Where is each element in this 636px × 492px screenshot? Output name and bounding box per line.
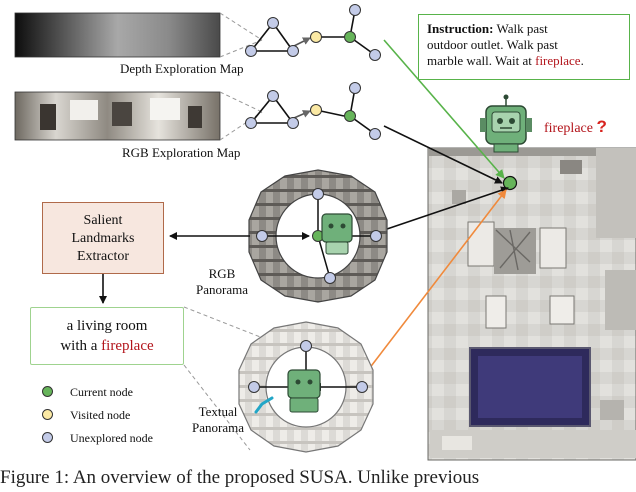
graph-node-visited [310, 31, 322, 43]
graph-node-unexplored [267, 90, 279, 102]
graph-node-current [344, 31, 356, 43]
depth-map-label: Depth Exploration Map [120, 61, 244, 76]
graph-node-unexplored [349, 4, 361, 16]
graph-node-visited [310, 104, 322, 116]
instruction-line2: outdoor outlet. Walk past [427, 37, 558, 52]
instruction-end: . [580, 53, 584, 68]
landmark-description-box: a living room with a fireplace [30, 307, 184, 365]
rgb-panorama-ring [248, 169, 388, 303]
instruction-line3: marble wall. Wait at [427, 53, 532, 68]
graph-node-unexplored [287, 117, 299, 129]
depth-exploration-graph [245, 4, 381, 61]
graph-node-current [344, 110, 356, 122]
instruction-heading: Instruction: [427, 21, 494, 36]
textual-panorama-label: Textual Panorama [192, 404, 244, 435]
rgb-exploration-graph [245, 82, 381, 140]
textual-panorama-ring [238, 321, 374, 453]
instruction-highlight: fireplace [535, 53, 581, 68]
panorama-to-map-arrow [383, 186, 509, 231]
figure-caption: Figure 1: An overview of the proposed SU… [0, 467, 480, 488]
floor-plan-map [427, 147, 636, 461]
visited-node-icon [42, 409, 53, 420]
graph-to-map-arrow [383, 125, 503, 184]
textual-to-map-arrow [361, 189, 507, 379]
graph-node-unexplored [349, 82, 361, 94]
instruction-line1: Walk past [496, 21, 548, 36]
graph-node-unexplored [369, 49, 381, 61]
question-mark-icon: ? [596, 117, 607, 136]
map-current-node [502, 175, 518, 191]
graph-node-unexplored [245, 117, 257, 129]
instruction-box: Instruction: Walk past outdoor outlet. W… [418, 14, 630, 80]
rgb-map-label: RGB Exploration Map [122, 145, 241, 160]
instruction-arrow [383, 39, 505, 179]
graph-node-unexplored [369, 128, 381, 140]
graph-node-unexplored [287, 45, 299, 57]
rgb-panorama-image [14, 91, 221, 141]
landmark-extractor-box: Salient Landmarks Extractor [42, 202, 164, 274]
graph-node-unexplored [267, 17, 279, 29]
current-node-icon [42, 386, 53, 397]
robot-agent-icon [480, 94, 532, 153]
fireplace-target-label: fireplace ? [544, 117, 607, 136]
unexplored-node-icon [42, 432, 53, 443]
depth-panorama-image [15, 13, 220, 57]
graph-node-unexplored [245, 45, 257, 57]
rgb-panorama-label: RGB Panorama [196, 266, 248, 297]
